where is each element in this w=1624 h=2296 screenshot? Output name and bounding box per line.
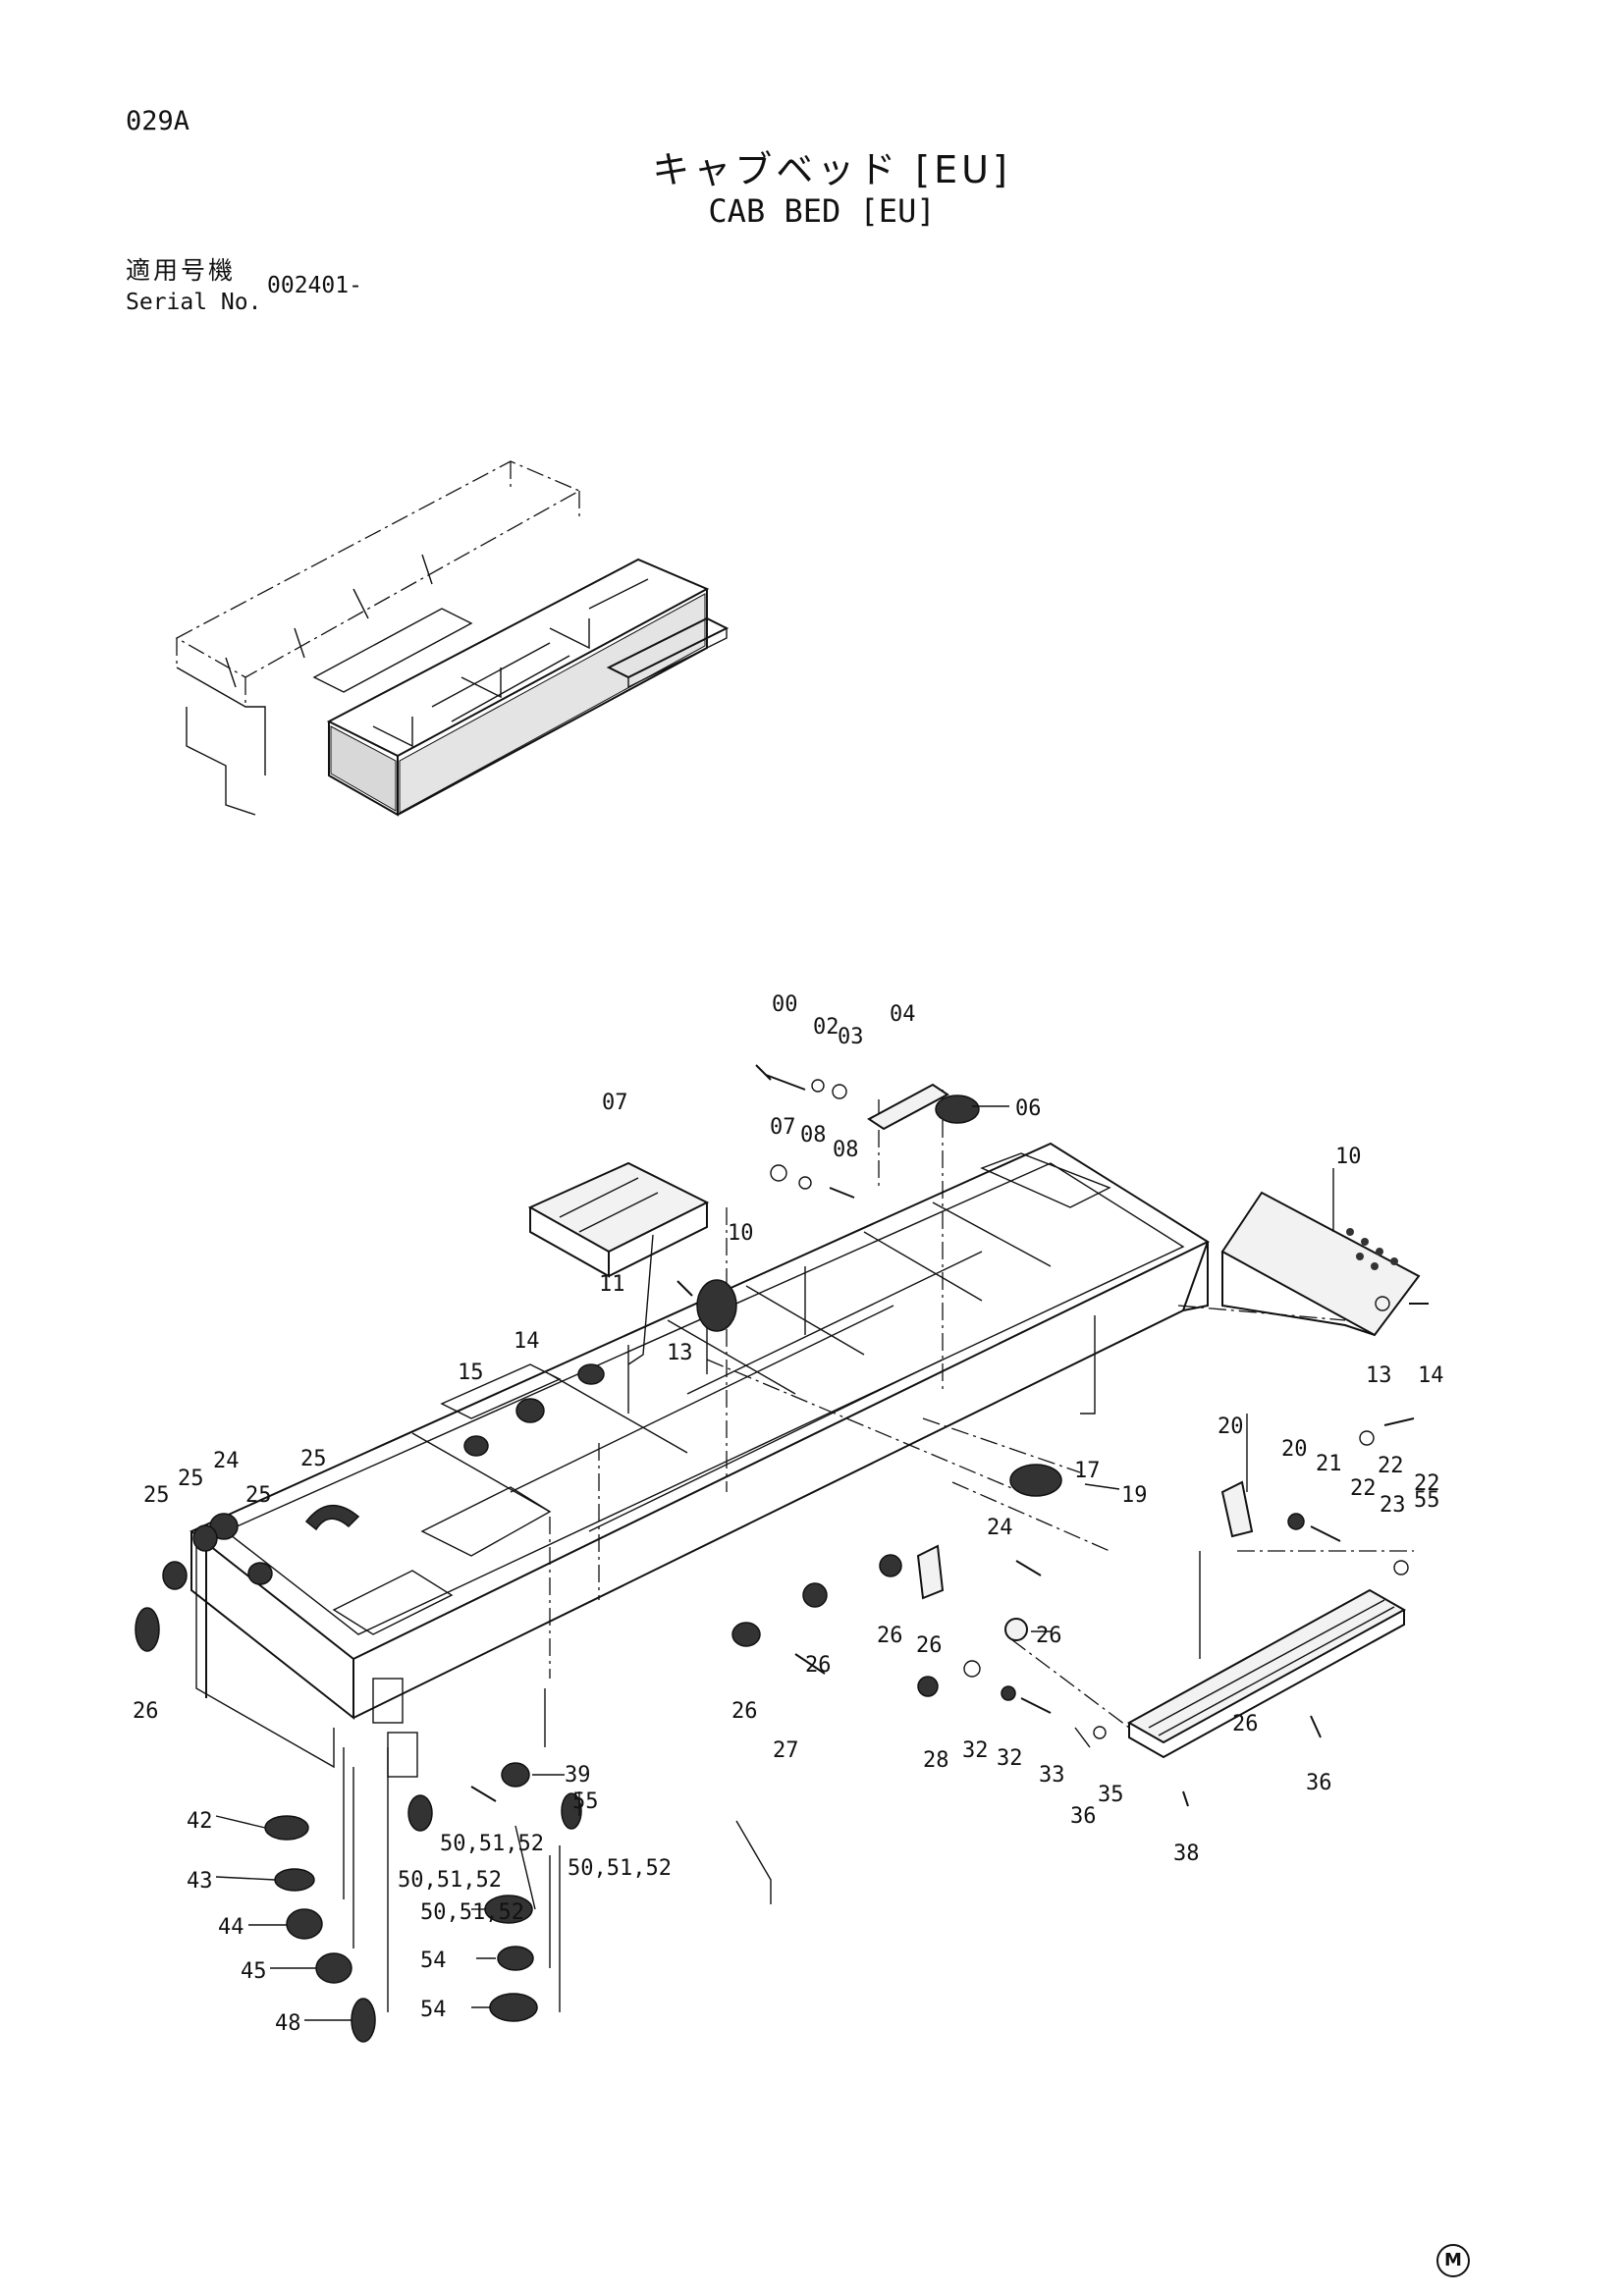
- callout-54-extra: 55: [1414, 1488, 1440, 1513]
- callout-08-lower: 38: [1173, 1842, 1200, 1866]
- callout-42: 04: [890, 1002, 916, 1027]
- page-code: 029A: [126, 106, 190, 136]
- callout-14-upper: 20: [1281, 1437, 1308, 1462]
- callout-22-upper: 15: [458, 1361, 484, 1385]
- callout-15: 10: [1335, 1145, 1362, 1169]
- callout-25-stack: 54: [420, 1949, 447, 1973]
- callout-26-left: 26: [133, 1699, 159, 1724]
- callout-25-right: 50,51,52: [568, 1856, 672, 1881]
- callout-07-lower: 26: [1036, 1624, 1062, 1648]
- callout-24-a: 44: [218, 1915, 244, 1940]
- manufacturer-mark: M: [1436, 2244, 1470, 2277]
- callout-08-right: 36: [1306, 1771, 1332, 1795]
- locator-thumbnail: [175, 460, 730, 817]
- callout-19: 11: [599, 1272, 625, 1297]
- serial-label-japanese: 適用号機: [126, 256, 237, 285]
- callout-32-lower: 35: [1098, 1783, 1124, 1807]
- parts: [135, 1064, 1429, 2043]
- callout-02: 08: [833, 1138, 859, 1162]
- callout-20-upper: 14: [514, 1329, 540, 1354]
- callout-35: 25: [300, 1447, 327, 1471]
- callout-55-upper: 22: [1350, 1476, 1377, 1501]
- callout-38: 07: [602, 1091, 628, 1115]
- callout-20-left: 25: [245, 1483, 272, 1508]
- callout-14-lower: 32: [997, 1746, 1023, 1771]
- callout-26-stack-b: 54: [420, 1998, 447, 2022]
- callout-26-mid: 50,51,52: [398, 1868, 502, 1893]
- callout-21: 24: [213, 1449, 240, 1473]
- leader-lines: [215, 1105, 1334, 2021]
- callout-32-upper: 23: [1380, 1493, 1406, 1518]
- callout-44: 02: [813, 1015, 839, 1040]
- callout-06: 26: [1232, 1712, 1259, 1736]
- serial-number-value: 002401-: [267, 273, 362, 298]
- callout-10-lower: 36: [1070, 1804, 1097, 1829]
- callout-36-upper: 25: [178, 1467, 204, 1491]
- cab-bed-frame: [189, 1090, 1414, 1778]
- callout-45: 03: [838, 1025, 864, 1049]
- callout-04: 08: [800, 1123, 827, 1148]
- callout-23: 26: [731, 1699, 758, 1724]
- callout-13-lower: 33: [1039, 1763, 1065, 1788]
- callout-labels: 00 02 03 04 06 07 07 08 08 10 10 11 13 1…: [133, 992, 1444, 2036]
- callout-26-right: 19: [1121, 1483, 1148, 1508]
- serial-label-english: Serial No.: [126, 290, 262, 315]
- callout-03: 07: [770, 1115, 796, 1140]
- callout-24-b: 45: [241, 1959, 267, 1984]
- callout-54-lower: 28: [923, 1748, 949, 1773]
- callout-48: 13: [1366, 1363, 1392, 1388]
- callout-54-upper: 22: [1378, 1454, 1404, 1478]
- callout-25-a: 42: [187, 1809, 213, 1834]
- callout-17: 14: [1418, 1363, 1444, 1388]
- callout-27: 06: [1015, 1096, 1042, 1121]
- callout-26-bottom: 48: [275, 2011, 301, 2036]
- callout-13-upper: 21: [1316, 1452, 1342, 1476]
- callout-39: 10: [728, 1221, 754, 1246]
- callout-22-right: 55: [572, 1789, 599, 1814]
- callout-36-left: 25: [143, 1483, 170, 1508]
- callout-07-upper: 20: [1218, 1415, 1244, 1439]
- callout-50-51-52-right: 24: [987, 1516, 1013, 1540]
- title-japanese: キャブベッド [EU]: [652, 148, 1011, 191]
- callout-50-51-52-lower: 50,51,52: [440, 1832, 544, 1856]
- title-english: CAB BED [EU]: [708, 192, 936, 230]
- callout-43: 00: [772, 992, 798, 1017]
- callout-33: 26: [877, 1624, 903, 1648]
- callout-55-lower: 32: [962, 1738, 989, 1763]
- callout-25-b: 43: [187, 1869, 213, 1894]
- callout-26-stack-a: 50,51,52: [420, 1900, 524, 1925]
- callout-10-upper: 22: [1414, 1471, 1440, 1496]
- callout-22-mid: 26: [805, 1653, 832, 1678]
- callout-11: 26: [916, 1633, 943, 1658]
- callout-00: 17: [1074, 1459, 1101, 1483]
- callout-28: 13: [667, 1341, 693, 1365]
- callout-50-51-52-center: 27: [773, 1738, 799, 1763]
- callout-22-lower: 39: [565, 1763, 591, 1788]
